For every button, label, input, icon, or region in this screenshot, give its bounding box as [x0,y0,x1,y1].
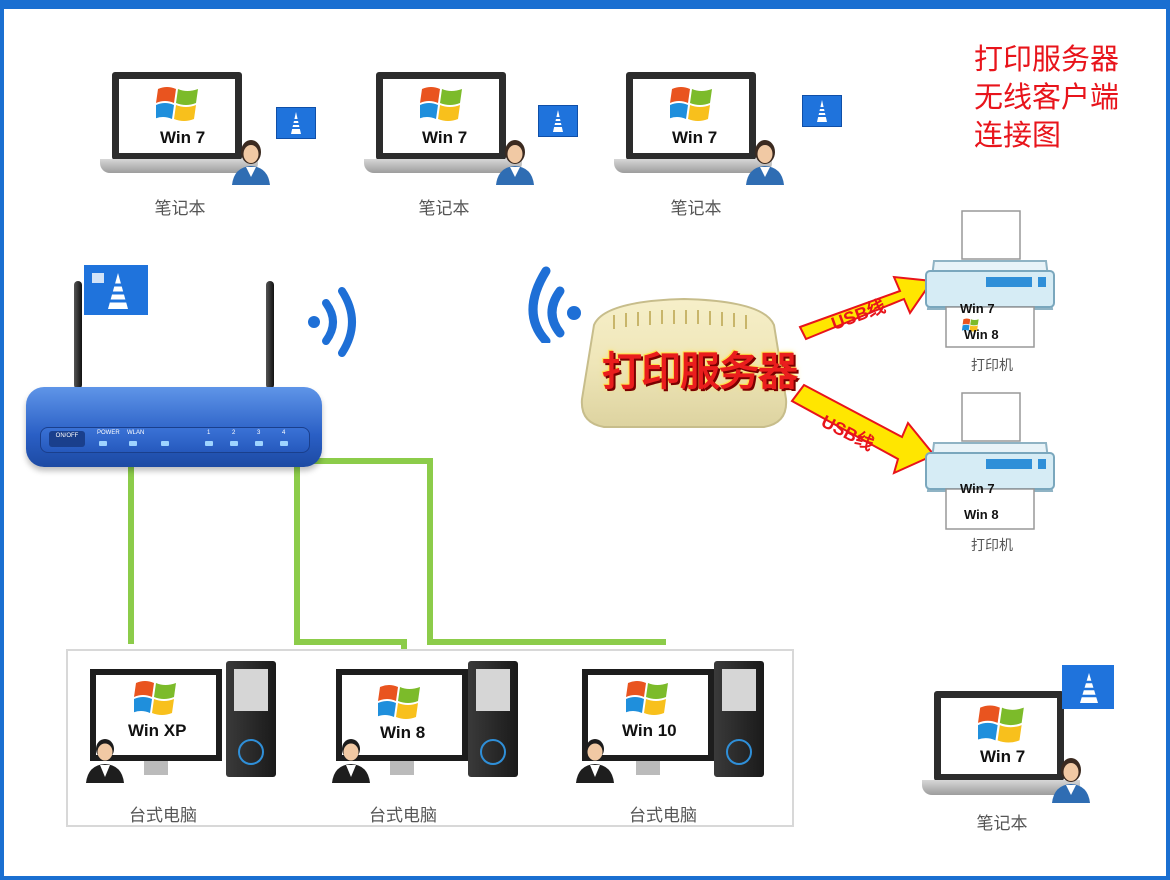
wifi-flag-icon [538,105,578,137]
desktop-caption: 台式电脑 [369,806,437,826]
windows-logo-icon [156,87,198,121]
laptop-base [100,159,258,173]
laptop-screen [626,72,756,160]
user-avatar-icon [576,739,614,783]
monitor-stand [636,761,660,775]
panel-label: 3 [257,430,261,436]
printed-sheet-top: Win 7 [960,481,995,496]
tower-bay [234,669,268,711]
wifi-flag-icon [802,95,842,127]
windows-logo-icon [978,705,1024,743]
wifi-signal-icon [308,287,356,357]
printed-sheet-bottom: Win 8 [964,507,999,522]
laptop-base [364,159,522,173]
router-led [161,441,169,446]
router-led [99,441,107,446]
usb-arrows [790,275,936,475]
laptop-base [614,159,772,173]
os-label: Win 7 [980,747,1026,766]
windows-logo-icon [134,681,176,715]
desktop-caption: 台式电脑 [629,806,697,826]
desktop-tower [714,661,764,777]
desktop-tower [468,661,518,777]
printed-sheet-top: Win 7 [960,301,995,316]
printer-icon [925,392,1055,530]
router-antenna-right [266,281,274,389]
user-avatar-icon [232,140,270,185]
panel-label: POWER [97,430,120,436]
router-antenna-left [74,281,82,389]
os-label: Win 7 [672,128,718,147]
router-body: ON/OFF POWER WLAN 1 2 3 4 [26,387,322,467]
router-power-switch[interactable]: ON/OFF [49,431,85,447]
wifi-flag-icon [276,107,316,139]
printer-icon [925,210,1055,348]
panel-label: WLAN [127,430,145,436]
title-line-1: 打印服务器 [974,42,1120,76]
print-server-device [580,297,788,428]
user-avatar-icon [332,739,370,783]
desktop-group: Win XP 台式电脑 Win 8 [66,649,794,827]
os-label: Win 8 [380,723,426,742]
windows-logo-icon [626,681,668,715]
tower-bay [476,669,510,711]
router-led [129,441,137,446]
router-led [280,441,288,446]
usb-arrow-1 [798,275,934,341]
windows-logo-icon [420,87,462,121]
laptop-base [922,780,1080,795]
panel-label: ON/OFF [55,433,79,439]
os-label: Win 7 [422,128,468,147]
monitor-stand [390,761,414,775]
laptop-caption: 笔记本 [976,814,1028,834]
printed-sheet-bottom: Win 8 [964,327,999,342]
laptop-caption: 笔记本 [154,199,206,219]
windows-logo-icon [670,87,712,121]
desktop-caption: 台式电脑 [129,806,197,826]
wifi-flag-icon [1062,665,1114,709]
title-line-2: 无线客户端 [974,80,1120,114]
laptop-caption: 笔记本 [418,199,470,219]
user-avatar-icon [86,739,124,783]
cable-to-desktop-2 [294,461,407,651]
title-line-3: 连接图 [974,118,1062,152]
panel-label: 4 [282,430,286,436]
router-led [230,441,238,446]
user-avatar-icon [746,140,784,185]
os-label: Win 10 [622,721,677,740]
usb-arrow-2 [790,383,936,475]
panel-label: 2 [232,430,236,436]
desktop-tower [226,661,276,777]
monitor-stand [144,761,168,775]
wifi-flag-icon [84,265,148,315]
printer-caption: 打印机 [971,358,1013,374]
windows-logo-icon [378,685,420,719]
router-led [255,441,263,446]
panel-label: 1 [207,430,211,436]
print-server-label: 打印服务器 [602,349,798,395]
os-label: Win XP [128,721,187,740]
router-led [205,441,213,446]
tower-power-button[interactable] [480,739,506,765]
user-avatar-icon [496,140,534,185]
user-avatar-icon [1052,758,1090,803]
tower-power-button[interactable] [238,739,264,765]
router-front-panel: ON/OFF POWER WLAN 1 2 3 4 [40,427,310,453]
tower-bay [722,669,756,711]
wifi-signal-icon [528,266,581,343]
tower-power-button[interactable] [726,739,752,765]
laptop-caption: 笔记本 [670,199,722,219]
printer-caption: 打印机 [971,538,1013,554]
os-label: Win 7 [160,128,206,147]
windows-logo-icon [962,318,979,332]
